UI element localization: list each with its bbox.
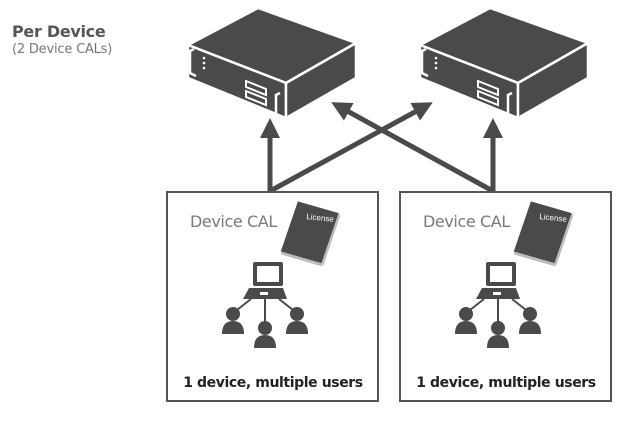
server-icon (418, 6, 590, 120)
license-book-icon: License (279, 200, 342, 268)
arrow-left-to-right-server (270, 102, 433, 193)
server-left (186, 6, 358, 120)
device-cal-label: Device CAL (190, 212, 277, 231)
diagram-subtitle: (2 Device CALs) (12, 42, 113, 57)
device-cal-label: Device CAL (423, 212, 510, 231)
license-book-icon: License (512, 200, 575, 268)
license-book-text: License (539, 212, 568, 224)
connection-arrows (260, 102, 503, 193)
server-icon (186, 6, 358, 120)
diagram-title: Per Device (12, 22, 106, 41)
license-book-text: License (306, 212, 335, 224)
box-caption: 1 device, multiple users (183, 375, 363, 391)
box-caption: 1 device, multiple users (416, 375, 596, 391)
server-right (418, 6, 590, 120)
arrow-right-to-left-server (331, 102, 493, 193)
